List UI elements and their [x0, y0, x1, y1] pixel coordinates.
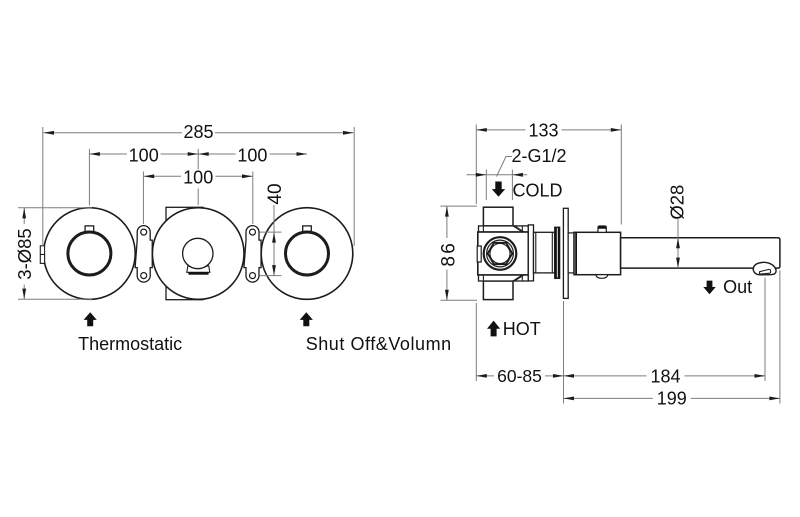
svg-text:40: 40	[265, 183, 286, 204]
svg-text:Thermostatic: Thermostatic	[78, 334, 182, 354]
svg-text:199: 199	[657, 389, 687, 409]
svg-text:Ø28: Ø28	[667, 185, 688, 220]
svg-text:2-G1/2: 2-G1/2	[512, 146, 567, 166]
svg-text:60-85: 60-85	[497, 366, 542, 386]
svg-text:184: 184	[650, 366, 680, 386]
svg-text:100: 100	[237, 145, 267, 165]
svg-text:133: 133	[528, 121, 558, 141]
svg-text:100: 100	[183, 168, 213, 188]
svg-text:86: 86	[438, 241, 459, 267]
svg-text:3-Ø85: 3-Ø85	[14, 228, 35, 279]
svg-text:HOT: HOT	[503, 319, 541, 339]
svg-text:Shut Off&Volumn: Shut Off&Volumn	[306, 334, 452, 354]
svg-text:100: 100	[129, 145, 159, 165]
svg-text:COLD: COLD	[513, 180, 563, 200]
svg-text:285: 285	[183, 122, 213, 142]
svg-text:Out: Out	[723, 277, 752, 297]
